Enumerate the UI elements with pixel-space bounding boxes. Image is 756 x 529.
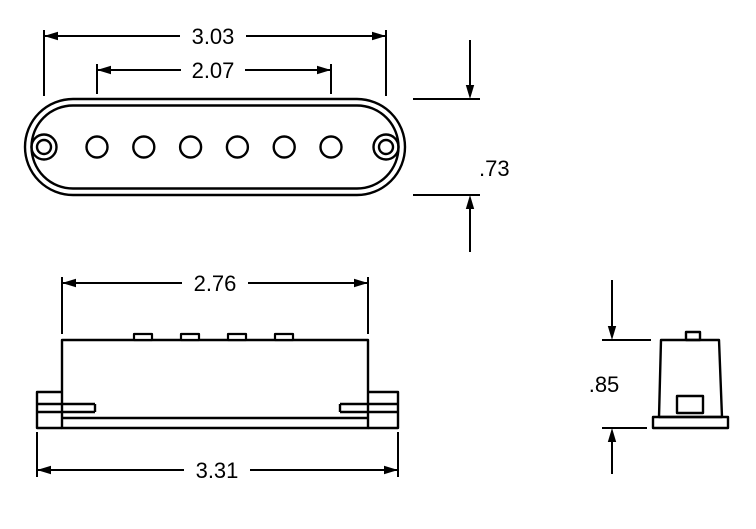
arrowhead-left bbox=[44, 31, 58, 41]
pole-hole bbox=[132, 135, 156, 159]
pole-piece-end bbox=[684, 330, 702, 342]
arrowhead-down bbox=[465, 85, 475, 99]
dimension-top-pole-spacing: 2.07 bbox=[96, 58, 332, 94]
dim-label-overall-width: 3.03 bbox=[192, 24, 235, 49]
arrowhead-left bbox=[37, 465, 51, 475]
pole-top bbox=[226, 332, 248, 342]
pole-piece-holes bbox=[85, 135, 343, 159]
arrowhead-up bbox=[607, 428, 617, 442]
pole-top bbox=[273, 332, 295, 342]
dim-label-bobbin-width: 2.76 bbox=[194, 271, 237, 296]
arrowhead-down bbox=[607, 326, 617, 340]
dim-label-pole-spacing: 2.07 bbox=[192, 58, 235, 83]
mounting-hole-left-ring bbox=[30, 133, 58, 161]
dimension-top-overall-width: 3.03 bbox=[43, 24, 387, 96]
dimension-front-overall-width: 3.31 bbox=[36, 432, 399, 483]
mounting-hole-left bbox=[35, 138, 53, 156]
pole-top bbox=[132, 332, 154, 342]
mounting-hole-right bbox=[377, 138, 395, 156]
pole-hole bbox=[85, 135, 109, 159]
eyelet-detail bbox=[675, 394, 705, 415]
dimension-top-cover-height: .73 bbox=[413, 40, 510, 252]
arrowhead-right bbox=[317, 65, 331, 75]
arrowhead-left bbox=[62, 278, 76, 288]
front-view bbox=[35, 332, 400, 430]
pole-hole bbox=[225, 135, 250, 159]
pole-piece-tops bbox=[132, 332, 295, 342]
bobbin-end-outline bbox=[657, 338, 724, 419]
arrowhead-right bbox=[372, 31, 386, 41]
top-view bbox=[23, 97, 407, 197]
dimension-front-bobbin-width: 2.76 bbox=[61, 271, 369, 334]
mounting-hole-right-ring bbox=[372, 133, 400, 161]
arrowhead-up bbox=[465, 195, 475, 209]
dim-label-overall-width-front: 3.31 bbox=[196, 458, 239, 483]
dim-label-side-height: .85 bbox=[589, 372, 620, 397]
mounting-ear-right bbox=[338, 390, 400, 430]
arrowhead-right bbox=[354, 278, 368, 288]
ear-outline bbox=[368, 390, 400, 430]
pole-hole bbox=[178, 135, 203, 159]
ear-outline bbox=[35, 390, 62, 430]
arrowhead-right bbox=[384, 465, 398, 475]
side-view bbox=[651, 330, 730, 430]
mounting-ear-left bbox=[35, 390, 97, 430]
base-plate-end bbox=[651, 415, 730, 430]
pole-hole bbox=[272, 135, 296, 159]
pole-top bbox=[179, 332, 201, 342]
dimension-side-height: .85 bbox=[589, 280, 651, 474]
bobbin-body-outline bbox=[60, 338, 370, 430]
pickup-cover-outer-outline bbox=[23, 97, 407, 197]
dim-label-cover-height: .73 bbox=[479, 156, 510, 181]
pole-hole bbox=[319, 135, 343, 159]
arrowhead-left bbox=[97, 65, 111, 75]
